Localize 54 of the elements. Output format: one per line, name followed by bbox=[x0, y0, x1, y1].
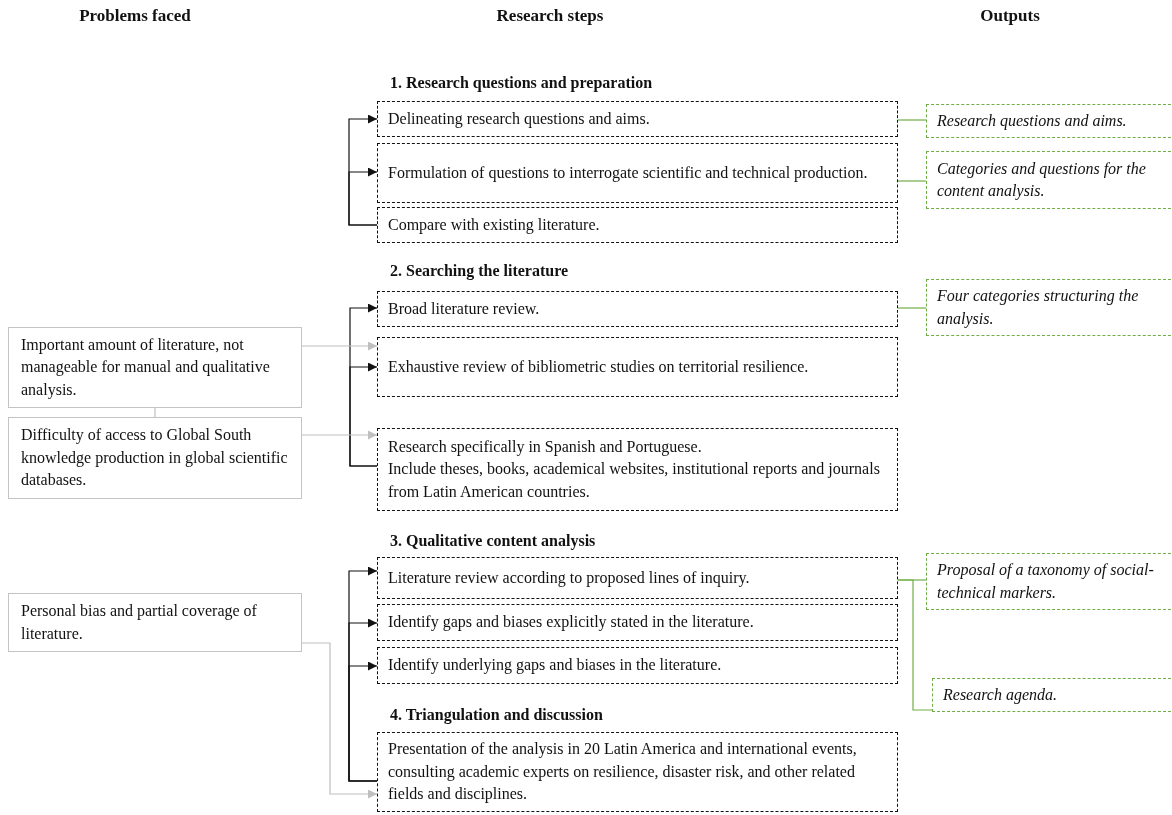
output-box bbox=[926, 104, 1172, 138]
connector-line bbox=[897, 307, 927, 309]
step-box bbox=[377, 732, 898, 812]
connector-line bbox=[897, 119, 927, 121]
problem-box bbox=[8, 417, 302, 499]
step-box bbox=[377, 143, 898, 203]
output-box bbox=[926, 553, 1172, 610]
box-text: Difficulty of access to Global South knowledge production in global scientific databases. bbox=[21, 425, 289, 491]
step-box bbox=[377, 101, 898, 137]
box-text: Compare with existing literature. bbox=[388, 214, 601, 236]
box-text: Exhaustive review of bibliometric studies on territorial resilience. bbox=[388, 356, 810, 377]
step-box bbox=[377, 207, 898, 243]
arrow bbox=[301, 430, 378, 440]
column-heading: Outputs bbox=[980, 6, 1040, 26]
step-box bbox=[377, 428, 898, 511]
box-text: Four categories structuring the analysis. bbox=[937, 286, 1140, 330]
connector-line bbox=[154, 407, 156, 418]
step-box bbox=[377, 647, 898, 684]
box-text: Formulation of questions to interrogate scientific and technical production. bbox=[388, 162, 869, 184]
box-text: Identify gaps and biases explicitly stated in the literature. bbox=[388, 612, 755, 633]
box-text: Identify underlying gaps and biases in the literature. bbox=[388, 655, 723, 676]
arrow bbox=[301, 341, 378, 351]
box-text: Proposal of a taxonomy of social-technical markers. bbox=[937, 560, 1155, 603]
problem-box bbox=[8, 593, 302, 652]
column-heading: Research steps bbox=[496, 6, 604, 26]
connector-line bbox=[897, 579, 933, 711]
step-heading: 3. Qualitative content analysis bbox=[390, 532, 596, 550]
step-box bbox=[377, 291, 898, 327]
arrow bbox=[348, 167, 378, 226]
box-text: Literature review according to proposed lines of inquiry. bbox=[388, 567, 751, 589]
problem-box bbox=[8, 327, 302, 408]
output-box bbox=[926, 151, 1172, 209]
output-box bbox=[932, 678, 1172, 712]
step-box bbox=[377, 557, 898, 599]
output-box bbox=[926, 279, 1172, 336]
arrow bbox=[349, 362, 378, 467]
step-heading: 2. Searching the literature bbox=[390, 262, 569, 280]
step-box bbox=[377, 337, 898, 397]
box-text: Categories and questions for the content analysis. bbox=[937, 158, 1147, 202]
box-text: Broad literature review. bbox=[388, 298, 541, 319]
box-text: Personal bias and partial coverage of literature. bbox=[21, 601, 258, 644]
arrow bbox=[348, 661, 378, 782]
step-box bbox=[377, 604, 898, 641]
box-text: Research agenda. bbox=[943, 684, 1059, 706]
step-heading: 4. Triangulation and discussion bbox=[390, 706, 603, 724]
column-heading: Problems faced bbox=[79, 6, 191, 26]
box-text: Research specifically in Spanish and Portuguese. bbox=[388, 436, 703, 458]
connector-line bbox=[897, 180, 927, 182]
arrow bbox=[301, 642, 378, 799]
box-text: Presentation of the analysis in 20 Latin America and international events, consulting academic experts on resilience, disaster risk, and other related fields and disciplines. bbox=[388, 739, 858, 805]
box-text: Include theses, books, academical websites, institutional reports and journals from Latin American countries. bbox=[388, 459, 881, 502]
box-text: Delineating research questions and aims. bbox=[388, 108, 651, 130]
box-text: Research questions and aims. bbox=[937, 110, 1128, 132]
box-text: Important amount of literature, not manageable for manual and qualitative analysis. bbox=[21, 334, 271, 401]
